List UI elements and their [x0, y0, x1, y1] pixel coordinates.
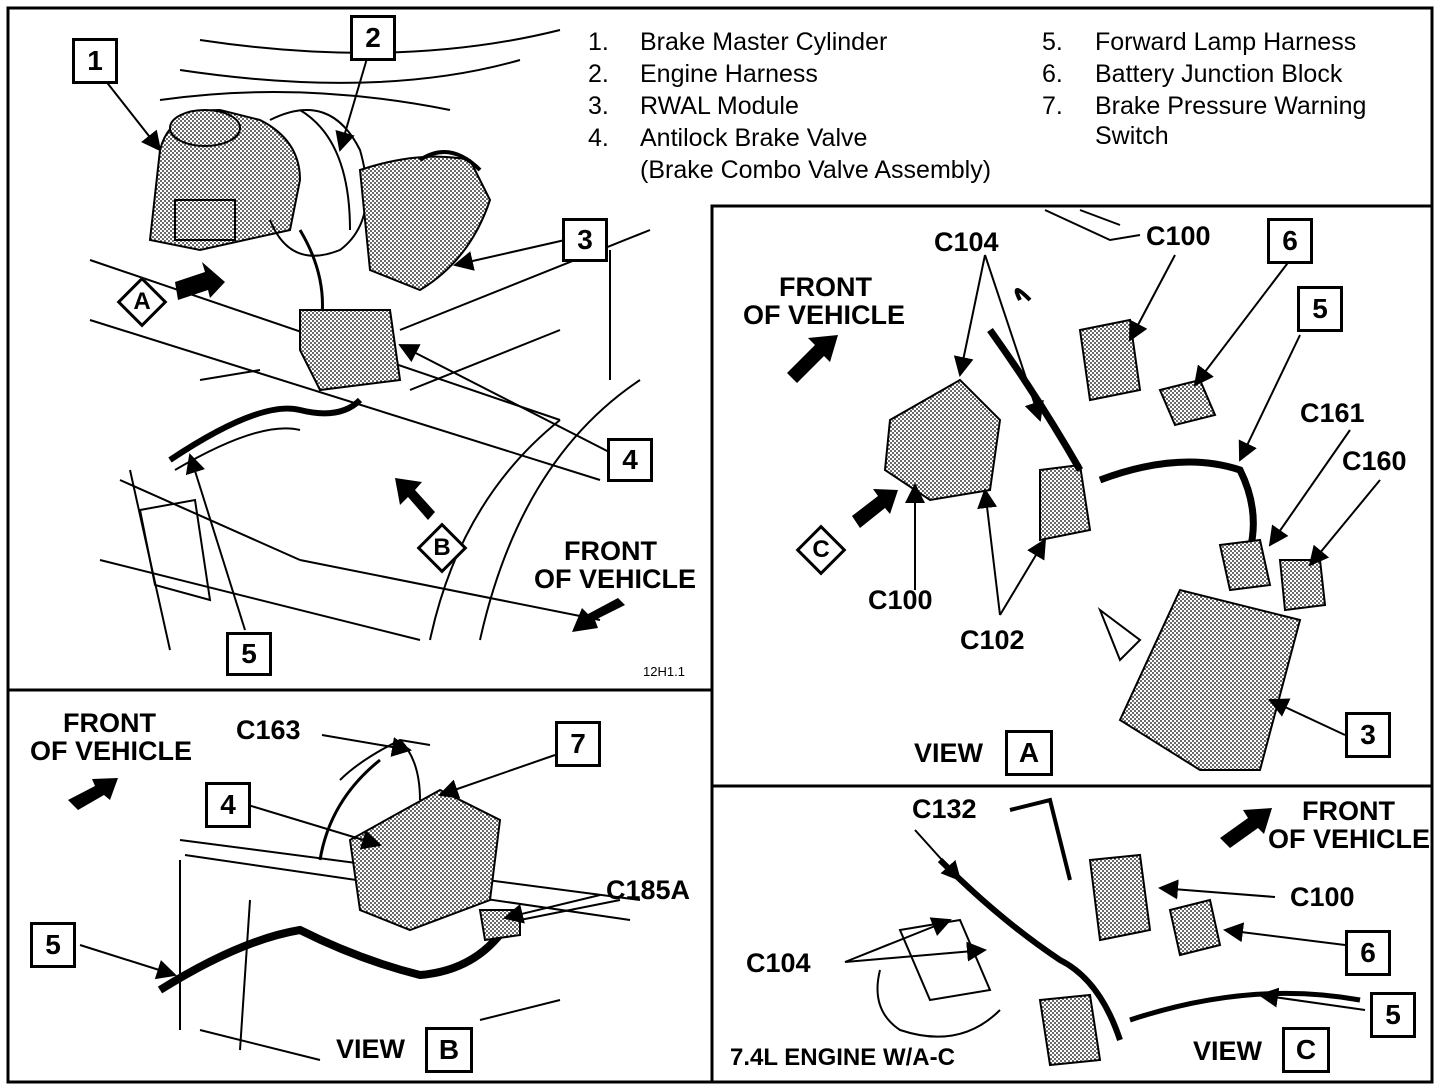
main-front-label-1: FRONT [564, 536, 657, 566]
connector-c102: C102 [960, 625, 1025, 655]
view-a-caption-letter: A [1005, 730, 1053, 776]
connector-c161: C161 [1300, 398, 1365, 428]
view-c-front-label-1: FRONT [1302, 796, 1395, 826]
main-view-artwork [89, 29, 651, 651]
view-b-callout-4: 4 [205, 782, 251, 828]
view-c-artwork [844, 797, 1366, 1067]
view-a-direction-arrows [787, 335, 898, 528]
callout-3: 3 [562, 218, 608, 262]
legend-text-4: Antilock Brake Valve [640, 124, 868, 152]
legend-text-2: Engine Harness [640, 60, 818, 88]
connector-c104: C104 [746, 948, 811, 978]
callout-1: 1 [72, 38, 118, 84]
legend-num-3: 3. [588, 92, 609, 120]
legend-text-6: Battery Junction Block [1095, 60, 1343, 88]
view-b-artwork [79, 734, 641, 1061]
view-b-front-label-2: OF VEHICLE [30, 736, 193, 766]
view-a-artwork [883, 209, 1381, 771]
view-c-caption-letter: C [1282, 1027, 1330, 1073]
view-a-callout-6: 6 [1267, 218, 1313, 264]
view-c-front-label-2: OF VEHICLE [1268, 824, 1431, 854]
view-b-direction-arrows [68, 778, 118, 810]
callout-4: 4 [607, 438, 653, 482]
view-c-caption-word: VIEW [1193, 1036, 1263, 1066]
legend-num-1: 1. [588, 28, 609, 56]
connector-c100: C100 [1290, 882, 1355, 912]
connector-c185a: C185A [606, 875, 691, 905]
connector-c160: C160 [1342, 446, 1407, 476]
legend-text-1: Brake Master Cylinder [640, 28, 888, 56]
legend-num-7: 7. [1042, 92, 1063, 120]
legend-text-7b: Switch [1095, 122, 1169, 150]
view-b-callout-5: 5 [30, 922, 76, 968]
view-a-front-label-2: OF VEHICLE [743, 300, 906, 330]
view-b-callout-7: 7 [555, 721, 601, 767]
connector-c163: C163 [236, 715, 301, 745]
legend-num-5: 5. [1042, 28, 1063, 56]
view-b-front-label-1: FRONT [63, 708, 156, 738]
connector-c100-bottom: C100 [868, 585, 933, 615]
connector-c104: C104 [934, 227, 999, 257]
legend-text-7: Brake Pressure Warning [1095, 92, 1367, 120]
view-c-callout-5: 5 [1370, 992, 1416, 1038]
panel-frames [6, 6, 1434, 1084]
callout-5: 5 [226, 632, 272, 676]
main-view-direction-arrows [175, 262, 625, 632]
view-c-callout-6: 6 [1345, 930, 1391, 976]
view-a-callout-5: 5 [1297, 286, 1343, 332]
engine-note: 7.4L ENGINE W/A-C [730, 1044, 955, 1071]
legend-text-5: Forward Lamp Harness [1095, 28, 1357, 56]
connector-c132: C132 [912, 794, 977, 824]
view-a-caption-word: VIEW [914, 738, 984, 768]
legend-num-4: 4. [588, 124, 609, 152]
main-front-label-2: OF VEHICLE [534, 564, 697, 594]
callout-2: 2 [350, 15, 396, 61]
view-a-front-label-1: FRONT [779, 272, 872, 302]
figure-id: 12H1.1 [643, 664, 685, 679]
connector-c100-top: C100 [1146, 221, 1211, 251]
legend-num-2: 2. [588, 60, 609, 88]
legend-text-4b: (Brake Combo Valve Assembly) [640, 156, 992, 184]
view-b-caption-letter: B [425, 1027, 473, 1073]
view-a-callout-3: 3 [1345, 712, 1391, 758]
view-c-direction-arrows [1220, 808, 1272, 848]
view-b-caption-word: VIEW [336, 1034, 406, 1064]
legend-num-6: 6. [1042, 60, 1063, 88]
legend-text-3: RWAL Module [640, 92, 799, 120]
